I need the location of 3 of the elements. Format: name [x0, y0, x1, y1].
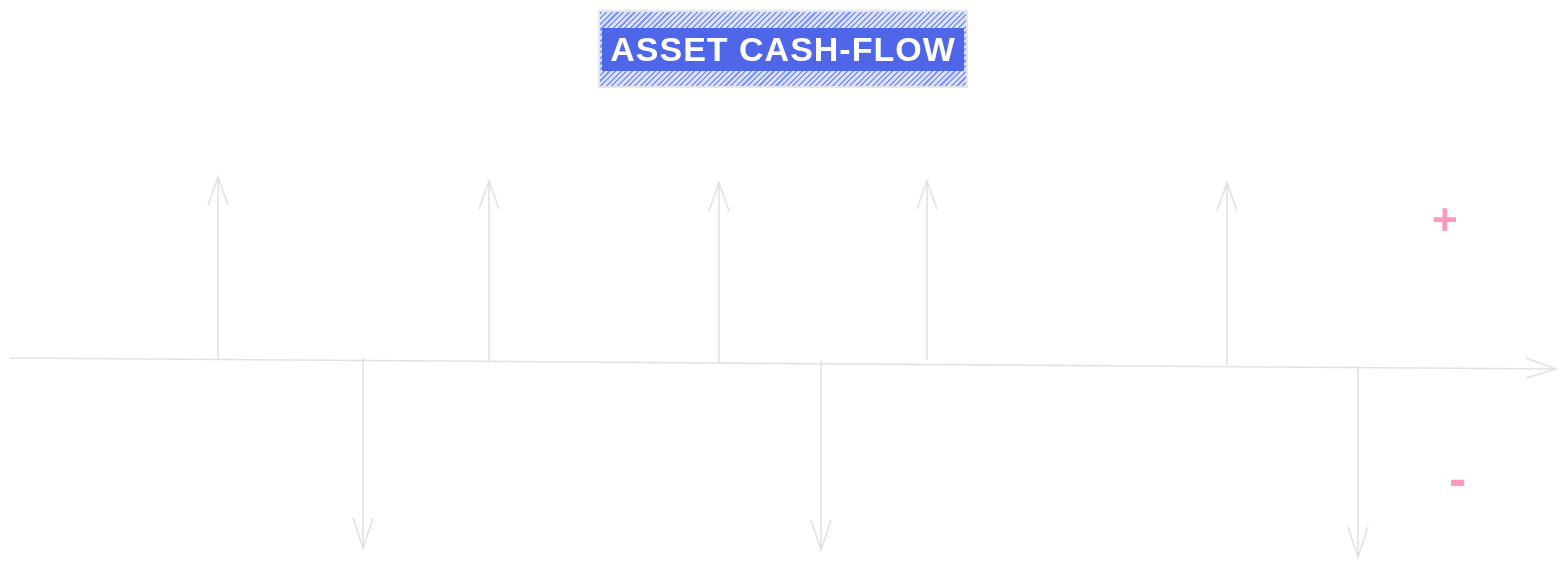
title-text: ASSET CASH-FLOW	[602, 27, 964, 71]
plus-sign: +	[1432, 198, 1458, 242]
minus-sign: -	[1449, 452, 1467, 504]
